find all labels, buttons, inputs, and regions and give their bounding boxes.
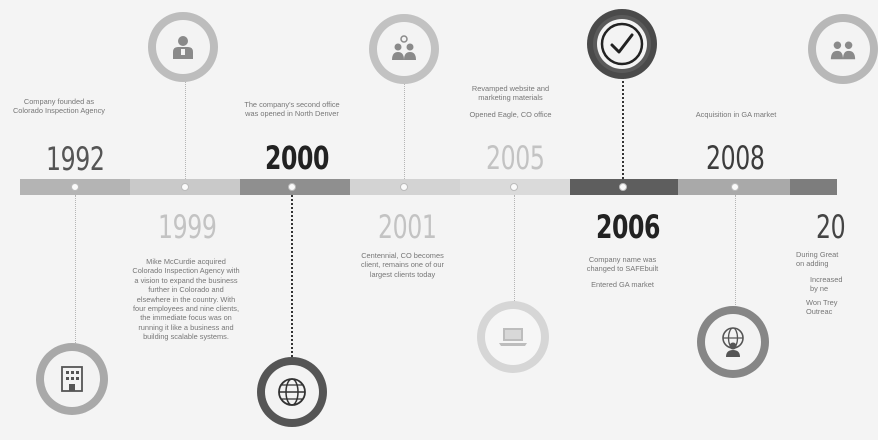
connector-2006 [622, 72, 624, 179]
milestone-circle-1999 [148, 12, 218, 82]
timeline-dot-2006 [619, 183, 627, 191]
note-2006-top: Company name was changed to SAFEbuilt [586, 255, 659, 274]
milestone-circle-1992 [36, 343, 108, 415]
timeline-dot-1992 [71, 183, 79, 191]
checkmark-icon [600, 22, 644, 66]
year-1999: 1999 [158, 208, 217, 246]
note-2010-a: During Great on adding [796, 250, 839, 269]
timeline-dot-1999 [181, 183, 189, 191]
milestone-circle-2008 [697, 306, 769, 378]
note-1992: Company founded as Colorado Inspection A… [12, 97, 106, 116]
note-2005-bottom: Opened Eagle, CO office [469, 110, 552, 119]
milestone-circle-2001 [369, 14, 439, 84]
year-2010-partial: 20 [816, 208, 846, 246]
note-2010-b: Increased by ne [810, 275, 843, 294]
note-2005-top: Revamped website and marketing materials [471, 84, 550, 103]
timeline-dot-2008 [731, 183, 739, 191]
year-2005: 2005 [486, 139, 545, 177]
note-1999: Mike McCurdie acquired Colorado Inspecti… [132, 257, 240, 342]
year-2000: 2000 [265, 139, 330, 177]
person-badge-icon [169, 33, 197, 61]
globe-person-icon [718, 326, 748, 358]
milestone-circle-2005 [477, 301, 549, 373]
note-2006-bottom: Entered GA market [591, 280, 654, 289]
globe-icon [276, 376, 308, 408]
connector-2000 [291, 195, 293, 357]
connector-2005 [514, 195, 515, 303]
connector-2001 [404, 70, 405, 179]
timeline-segment-2010 [790, 179, 837, 195]
note-2000: The company's second office was opened i… [244, 100, 340, 119]
team-icon [829, 35, 857, 63]
team-icon [389, 34, 419, 64]
building-icon [59, 365, 85, 393]
note-2008: Acquisition in GA market [695, 110, 777, 119]
timeline-dot-2000 [288, 183, 296, 191]
timeline-dot-2001 [400, 183, 408, 191]
year-1992: 1992 [46, 140, 105, 178]
year-2006: 2006 [596, 208, 661, 246]
year-2001: 2001 [378, 208, 437, 246]
note-2001: Centennial, CO becomes client, remains o… [361, 251, 444, 279]
connector-1999 [185, 70, 186, 179]
connector-1992 [75, 195, 76, 343]
milestone-circle-2000 [257, 357, 327, 427]
laptop-icon [498, 325, 528, 349]
note-2010-c: Won Trey Outreac [806, 298, 838, 317]
timeline-dot-2005 [510, 183, 518, 191]
year-2008: 2008 [706, 139, 765, 177]
milestone-circle-2006 [587, 9, 657, 79]
connector-2008 [735, 195, 736, 307]
milestone-circle-2010 [808, 14, 878, 84]
